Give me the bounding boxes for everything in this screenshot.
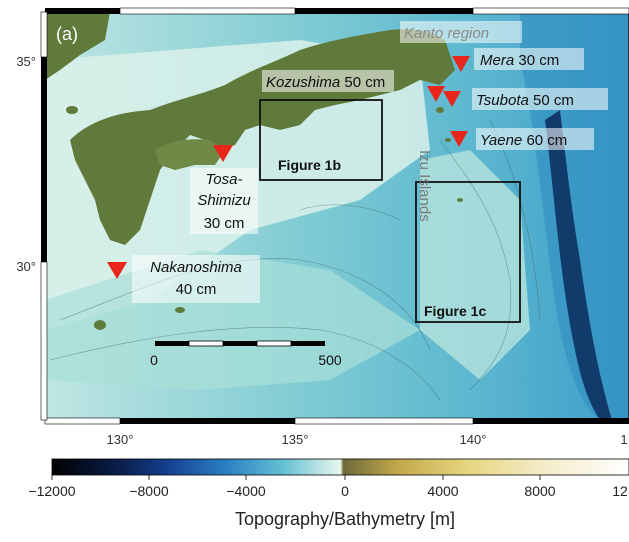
kanto-region-label: Kanto region — [404, 25, 489, 42]
figure-1c-box — [415, 181, 521, 323]
figure-1b-label: Figure 1b — [278, 157, 341, 173]
panel-label: (a) — [56, 24, 78, 44]
scale-end: 500 — [318, 352, 342, 368]
label-yaene: Yaene 60 cm — [480, 132, 567, 149]
lon-tick-145: 1 — [620, 432, 627, 447]
frame-ticks — [40, 7, 629, 425]
cbar-tick-6: 12 — [612, 483, 628, 499]
cbar-tick-3: 0 — [341, 483, 349, 499]
station-markers — [107, 56, 470, 279]
marker-yaene — [450, 131, 468, 147]
label-nakanoshima: Nakanoshima — [150, 259, 242, 276]
label-nakanoshima-height: 40 cm — [176, 281, 217, 298]
label-tsubota: Tsubota 50 cm — [476, 92, 574, 109]
figure-1c-label: Figure 1c — [424, 303, 486, 319]
cbar-tick-0: −12000 — [28, 483, 75, 499]
land-korea — [45, 12, 110, 80]
colorbar — [51, 458, 629, 476]
cbar-tick-1: −8000 — [129, 483, 169, 499]
trench — [545, 110, 612, 420]
label-shimizu: Shimizu — [197, 192, 251, 209]
lon-tick-135: 135° — [282, 432, 309, 447]
label-tosa-height: 30 cm — [204, 215, 245, 232]
cbar-tick-4: 4000 — [427, 483, 458, 499]
scale-bar: 0 500 — [150, 340, 342, 368]
colorbar-label: Topography/Bathymetry [m] — [235, 509, 455, 529]
lon-tick-140: 140° — [460, 432, 487, 447]
marker-kozushima — [427, 86, 445, 102]
lat-tick-35: 35° — [16, 54, 36, 69]
marker-tosa-shimizu — [213, 145, 233, 162]
cbar-tick-5: 8000 — [524, 483, 555, 499]
izu-islands-label: Izu Islands — [416, 150, 433, 222]
label-tosa: Tosa- — [206, 171, 243, 188]
scale-start: 0 — [150, 352, 158, 368]
label-mera: Mera 30 cm — [480, 52, 559, 69]
label-kozushima: Kozushima 50 cm — [266, 74, 385, 91]
cbar-tick-2: −4000 — [226, 483, 266, 499]
lat-tick-30: 30° — [16, 259, 36, 274]
lon-tick-130: 130° — [107, 432, 134, 447]
marker-nakanoshima — [107, 262, 127, 279]
marker-tsubota — [443, 91, 461, 107]
marker-mera — [452, 56, 470, 72]
figure-1b-box — [259, 99, 383, 181]
